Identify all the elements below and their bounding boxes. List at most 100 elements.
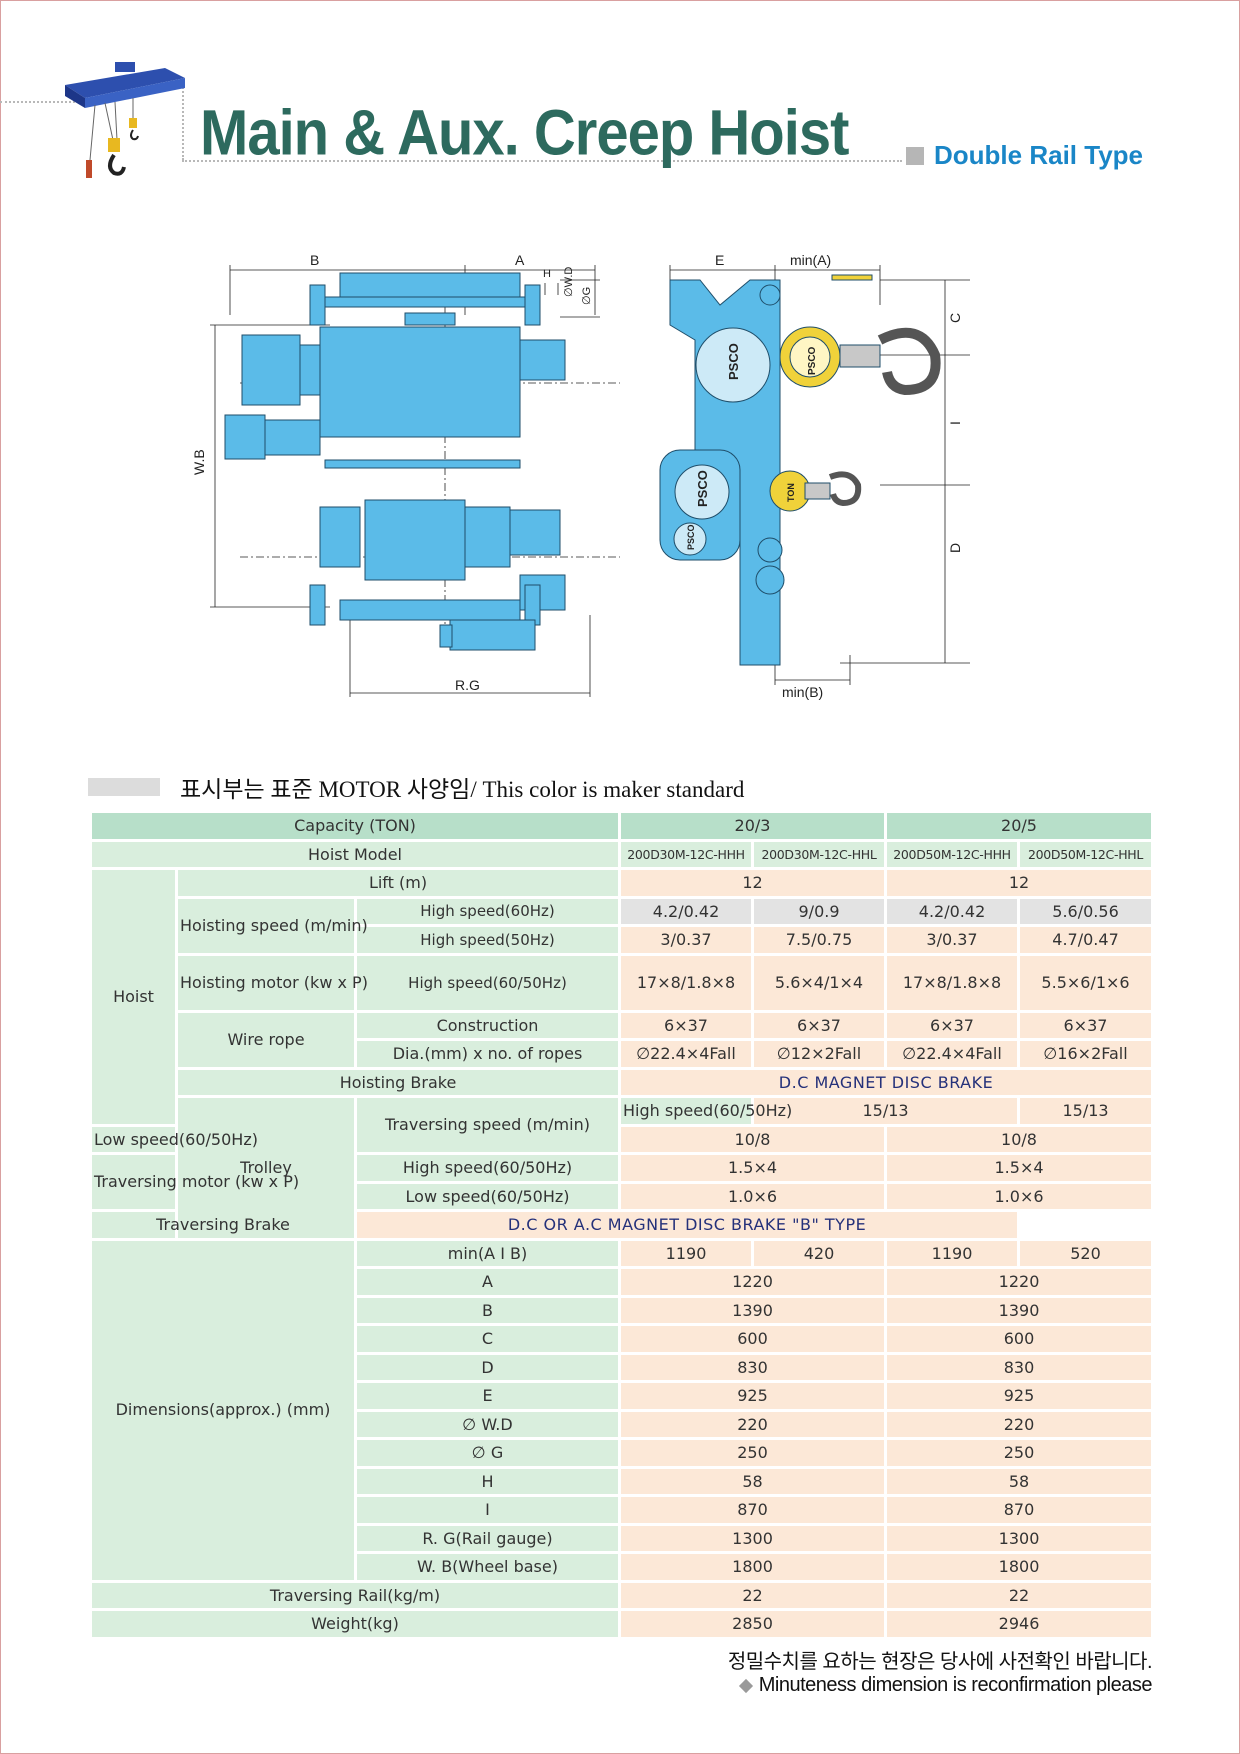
hs60-value: 9/0.9 — [751, 895, 888, 927]
row-dim: B 1390 1390 — [91, 1294, 1155, 1326]
row-construction: Wire rope Construction 6×37 6×37 6×37 6×… — [91, 1009, 1155, 1070]
tm-high-value: 1.5×4 — [618, 1152, 888, 1184]
legend-text: 표시부는 표준 MOTOR 사양임/ This color is maker s… — [180, 777, 745, 802]
dim-value: 1390 — [618, 1294, 888, 1326]
dim-value: 220 — [618, 1408, 888, 1440]
hs60-label: High speed(60Hz) — [353, 895, 622, 927]
row-traversing-rail: Traversing Rail(kg/m) 22 22 — [88, 1579, 1155, 1611]
dia-value: ∅16×2Fall — [1017, 1038, 1155, 1070]
dim-label: ∅ G — [353, 1437, 622, 1469]
hm-value: 5.5×6/1×6 — [1017, 952, 1155, 1013]
row-hoisting-brake: Hoisting Brake D.C MAGNET DISC BRAKE — [91, 1066, 1155, 1098]
hs60-value: 4.2/0.42 — [884, 895, 1021, 927]
dim-value: 870 — [884, 1494, 1155, 1526]
side-view-body — [659, 274, 941, 666]
tm-high-value: 1.5×4 — [884, 1152, 1155, 1184]
header-dotted-divider — [182, 80, 184, 160]
hoist-model: 200D50M-12C-HHL — [1017, 838, 1155, 870]
row-rope-dia: Dia.(mm) x no. of ropes ∅22.4×4Fall ∅12×… — [91, 1038, 1155, 1070]
svg-text:W.B: W.B — [191, 449, 207, 475]
dim-value: 250 — [884, 1437, 1155, 1469]
crane-hoist-icon — [55, 60, 195, 200]
row-dim: ∅ G 250 250 — [91, 1437, 1155, 1469]
subtitle-block: Double Rail Type — [906, 140, 1143, 171]
side-view-labels: E min(A) C I D min(B) PSCO PSCO PSCO PSC… — [686, 252, 963, 700]
ts-low-value: 10/8 — [618, 1123, 888, 1155]
min-aib-label: min(A I B) — [353, 1237, 622, 1269]
spec-table: Capacity (TON) 20/3 20/5 Hoist Model 200… — [88, 810, 1155, 1640]
hoisting-motor-label: Hoisting motor (kw x P) — [175, 952, 368, 1013]
header-dotted-line — [0, 101, 75, 103]
row-hoisting-motor: Hoisting motor (kw x P) High speed(60/50… — [91, 952, 1155, 1013]
row-dim: I 870 870 — [91, 1494, 1155, 1526]
svg-text:∅W.D: ∅W.D — [563, 267, 575, 297]
page-subtitle: Double Rail Type — [934, 140, 1143, 170]
row-dim: E 925 925 — [91, 1380, 1155, 1412]
dimensions-label: Dimensions(approx.) (mm) — [89, 1237, 357, 1583]
hm-value: 17×8/1.8×8 — [618, 952, 755, 1013]
row-trav-motor-low: Low speed(60/50Hz) 1.0×6 1.0×6 — [91, 1180, 1155, 1212]
row-dim: W. B(Wheel base) 1800 1800 — [91, 1551, 1155, 1583]
capacity-value: 20/3 — [618, 810, 888, 842]
hoist-model: 200D30M-12C-HHL — [751, 838, 888, 870]
dim-label: W. B(Wheel base) — [353, 1551, 622, 1583]
dim-value: 1800 — [618, 1551, 888, 1583]
capacity-label: Capacity (TON) — [88, 810, 622, 842]
row-dim: R. G(Rail gauge) 1300 1300 — [91, 1522, 1155, 1554]
hoist-technical-drawing: B A H ∅W.D ∅G W.B R.G — [180, 245, 1080, 705]
dim-label: ∅ W.D — [353, 1408, 622, 1440]
hs50-value: 4.7/0.47 — [1017, 924, 1155, 956]
row-dim: H 58 58 — [91, 1465, 1155, 1497]
footer-note-korean: 정밀수치를 요하는 현장은 당사에 사전확인 바랍니다. — [727, 1651, 1153, 1673]
hs60-value: 5.6/0.56 — [1017, 895, 1155, 927]
construction-value: 6×37 — [884, 1009, 1021, 1041]
hm-value: 5.6×4/1×4 — [751, 952, 888, 1013]
footer-note: Minuteness dimension is reconfirmation p… — [738, 1674, 1153, 1697]
dim-value: 600 — [618, 1323, 888, 1355]
svg-text:min(B): min(B) — [782, 684, 823, 700]
trav-brake-label: Traversing Brake — [89, 1209, 357, 1241]
subtitle-marker — [906, 146, 924, 165]
dia-label: Dia.(mm) x no. of ropes — [353, 1038, 622, 1070]
ts-low-label: Low speed(60/50Hz) — [89, 1123, 258, 1155]
row-trav-speed-high: Trolley Traversing speed (m/min) High sp… — [91, 1095, 1155, 1241]
svg-text:PSCO: PSCO — [807, 346, 818, 375]
hoisting-brake-label: Hoisting Brake — [174, 1066, 622, 1098]
dim-value: 1800 — [884, 1551, 1155, 1583]
weight-value: 2850 — [618, 1608, 888, 1640]
trav-brake-value: D.C OR A.C MAGNET DISC BRAKE "B" TYPE — [353, 1209, 1021, 1241]
lift-label: Lift (m) — [174, 867, 622, 899]
dim-label: C — [353, 1323, 622, 1355]
dim-label: D — [353, 1351, 622, 1383]
lift-value: 12 — [884, 867, 1155, 899]
svg-text:B: B — [310, 252, 319, 268]
row-capacity: Capacity (TON) 20/3 20/5 — [88, 810, 1155, 842]
row-hoisting-speed-60: Hoisting speed (m/min) High speed(60Hz) … — [91, 895, 1155, 956]
dim-label: A — [353, 1266, 622, 1298]
hs50-label: High speed(50Hz) — [353, 924, 622, 956]
hs50-value: 3/0.37 — [884, 924, 1021, 956]
row-dim: D 830 830 — [91, 1351, 1155, 1383]
diamond-icon — [738, 1678, 753, 1693]
hs60-value: 4.2/0.42 — [618, 895, 755, 927]
svg-text:PSCO: PSCO — [686, 524, 696, 550]
dim-value: 1220 — [618, 1266, 888, 1298]
hs50-value: 3/0.37 — [618, 924, 755, 956]
dia-value: ∅22.4×4Fall — [618, 1038, 755, 1070]
svg-text:I: I — [947, 421, 963, 425]
ts-high-value: 15/13 — [1017, 1095, 1155, 1127]
svg-text:A: A — [515, 252, 525, 268]
tm-high-label: High speed(60/50Hz) — [353, 1152, 622, 1184]
dim-value: 870 — [618, 1494, 888, 1526]
hoisting-brake-value: D.C MAGNET DISC BRAKE — [618, 1066, 1155, 1098]
traversing-rail-value: 22 — [884, 1579, 1155, 1611]
legend-swatch — [88, 778, 160, 796]
traversing-rail-label: Traversing Rail(kg/m) — [88, 1579, 622, 1611]
weight-label: Weight(kg) — [88, 1608, 622, 1640]
page-title: Main & Aux. Creep Hoist — [200, 97, 849, 169]
dim-label: R. G(Rail gauge) — [353, 1522, 622, 1554]
hoist-group-label: Hoist — [89, 867, 178, 1127]
trav-motor-label: Traversing motor (kw x P) — [89, 1152, 299, 1212]
dim-value: 58 — [884, 1465, 1155, 1497]
row-min-aib: Dimensions(approx.) (mm) min(A I B) 1190… — [89, 1237, 1155, 1583]
